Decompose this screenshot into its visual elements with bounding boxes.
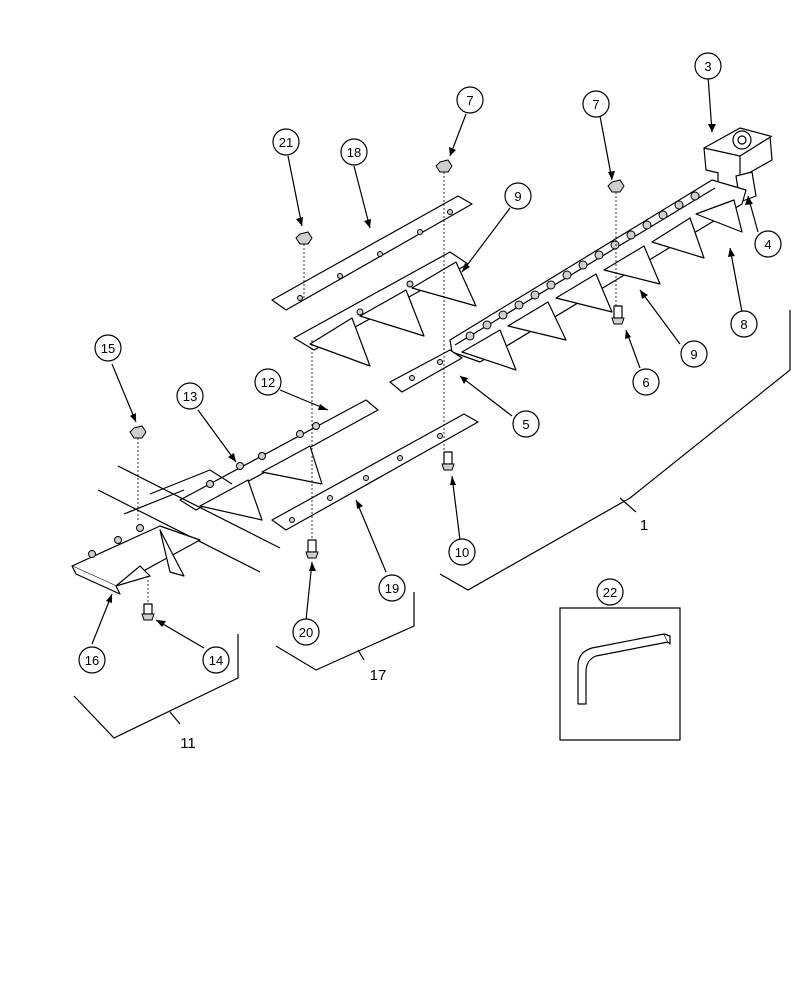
callout-7-upper: 7 [456, 86, 484, 114]
svg-text:10: 10 [455, 545, 469, 560]
guard-16 [71, 524, 201, 595]
svg-text:15: 15 [101, 341, 115, 356]
guard-assembly-13 [179, 399, 379, 521]
nut-21 [295, 231, 313, 245]
svg-text:3: 3 [704, 59, 711, 74]
bolt-14 [141, 603, 155, 621]
svg-text:8: 8 [740, 317, 747, 332]
svg-text:22: 22 [603, 585, 617, 600]
nut-15 [129, 425, 147, 439]
group-label-11: 11 [180, 735, 196, 752]
svg-text:9: 9 [514, 189, 521, 204]
group-bracket-1 [439, 310, 791, 591]
callout-20: 20 [292, 618, 320, 646]
callout-21: 21 [272, 128, 300, 156]
svg-text:16: 16 [85, 653, 99, 668]
callout-6: 6 [632, 368, 660, 396]
hold-down-clip-18 [271, 195, 473, 311]
group-bracket-11 [73, 634, 239, 739]
callout-12: 12 [254, 368, 282, 396]
callout-18: 18 [340, 138, 368, 166]
svg-text:9: 9 [690, 347, 697, 362]
callout-16: 16 [78, 646, 106, 674]
guard-section-9 [293, 251, 477, 367]
svg-text:4: 4 [764, 237, 771, 252]
bolt-20 [305, 539, 319, 559]
group-bracket-17 [275, 592, 415, 671]
callout-19: 19 [378, 574, 406, 602]
leader-lines [91, 75, 759, 649]
svg-text:7: 7 [592, 97, 599, 112]
svg-text:20: 20 [299, 625, 313, 640]
svg-text:13: 13 [183, 389, 197, 404]
nut-7-right [607, 179, 625, 193]
callout-7-right: 7 [582, 90, 610, 118]
svg-text:5: 5 [522, 417, 529, 432]
callout-8: 8 [730, 310, 758, 338]
svg-text:12: 12 [261, 375, 275, 390]
cut-line [97, 465, 281, 573]
svg-text:18: 18 [347, 145, 361, 160]
callout-14: 14 [202, 646, 230, 674]
callout-13: 13 [176, 382, 204, 410]
svg-text:14: 14 [209, 653, 223, 668]
bolt-10 [441, 451, 455, 471]
alignment-lines [137, 172, 617, 604]
callout-15: 15 [94, 334, 122, 362]
svg-text:19: 19 [385, 581, 399, 596]
svg-text:7: 7 [466, 93, 473, 108]
bolt-6 [611, 305, 625, 325]
svg-text:21: 21 [279, 135, 293, 150]
group-label-1: 1 [640, 517, 648, 534]
bar-bolt-row [465, 191, 700, 341]
callout-22: 22 [596, 578, 624, 606]
callout-10: 10 [448, 538, 476, 566]
callout-5: 5 [512, 410, 540, 438]
svg-text:6: 6 [642, 375, 649, 390]
knife-back-plate-19 [271, 413, 479, 531]
callout-4: 4 [754, 230, 782, 258]
callout-9-upper: 9 [504, 182, 532, 210]
group-label-17: 17 [370, 667, 387, 684]
item-22-box [559, 607, 681, 741]
callout-9-right: 9 [680, 340, 708, 368]
knife-sections-main [461, 199, 743, 371]
callout-3: 3 [694, 52, 722, 80]
nut-7-upper [435, 159, 453, 173]
